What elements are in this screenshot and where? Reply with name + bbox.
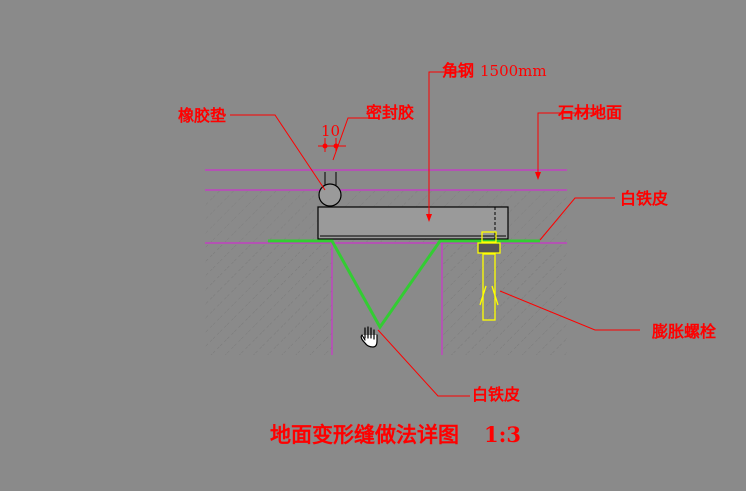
label-angle-steel: 角钢 [442, 61, 474, 80]
rubber-pad-shape [318, 172, 342, 207]
label-stone-floor: 石材地面 [557, 103, 622, 122]
angle-steel-plate [317, 206, 509, 240]
expansion-bolt-shape [477, 231, 501, 321]
label-sealant: 密封胶 [365, 103, 414, 122]
leader-lines [230, 71, 640, 397]
label-expansion-bolt: 膨胀螺栓 [652, 322, 717, 341]
hand-cursor-icon [360, 326, 378, 348]
white-iron-sheet [268, 239, 540, 330]
dimension-10 [318, 138, 346, 152]
drawing-scale: 1:3 [484, 422, 521, 447]
label-dimension: 10 [321, 122, 340, 140]
label-rubber-pad: 橡胶垫 [178, 106, 226, 125]
concrete-slab-left [205, 245, 332, 355]
arrow-marks [426, 172, 541, 222]
floor-lines [205, 169, 567, 355]
drawing-title: 地面变形缝做法详图 [270, 422, 459, 447]
label-white-iron-top: 白铁皮 [620, 189, 668, 208]
concrete-slab-right [442, 245, 567, 355]
label-white-iron-bottom: 白铁皮 [472, 385, 520, 404]
label-angle-steel-spec: 1500mm [480, 62, 547, 80]
